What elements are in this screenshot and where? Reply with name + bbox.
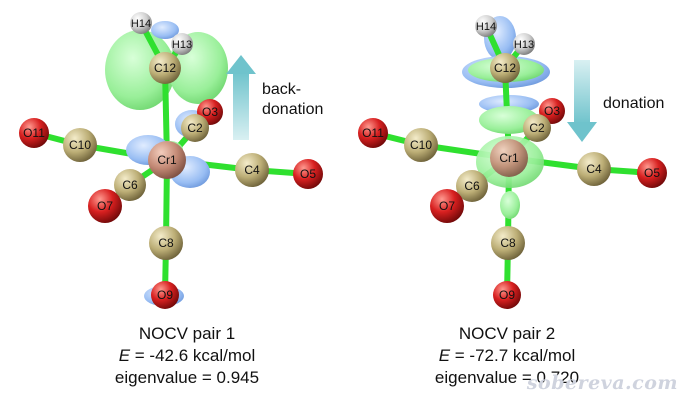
svg-text:C8: C8 — [158, 236, 174, 250]
back-donation-label: back- donation — [262, 80, 323, 120]
atom-c4-2: C4 — [577, 152, 611, 186]
back-donation-label-line1: back- — [262, 81, 302, 98]
svg-text:Cr1: Cr1 — [499, 151, 519, 165]
svg-text:O5: O5 — [644, 166, 660, 180]
panel-1-molecule: H14 H13 C12 O3 C2 O11 C10 Cr1 C4 O5 C6 O… — [19, 12, 323, 309]
lobe-blue-top-1 — [151, 21, 179, 39]
svg-text:H13: H13 — [514, 39, 534, 51]
atom-o7-2: O7 — [430, 189, 464, 223]
svg-text:C4: C4 — [244, 163, 260, 177]
caption-pair-1: NOCV pair 1 E = -42.6 kcal/mol eigenvalu… — [72, 323, 302, 389]
svg-text:H14: H14 — [131, 18, 151, 30]
donation-label: donation — [603, 94, 664, 114]
caption-pair-1-title: NOCV pair 1 — [138, 324, 236, 343]
atom-c2-1: C2 — [181, 114, 209, 142]
svg-text:O9: O9 — [499, 288, 515, 302]
svg-text:C2: C2 — [187, 121, 203, 135]
atom-h14-1: H14 — [130, 12, 152, 34]
atom-o11-1: O11 — [19, 118, 49, 148]
svg-text:O3: O3 — [202, 105, 218, 119]
atom-h13-1: H13 — [171, 33, 193, 55]
donation-label-line1: donation — [603, 95, 665, 112]
svg-text:C8: C8 — [500, 236, 516, 250]
svg-text:C12: C12 — [154, 61, 176, 75]
svg-text:O5: O5 — [300, 167, 316, 181]
caption-pair-1-energy: E = -42.6 kcal/mol — [72, 345, 302, 367]
atom-c2-2: C2 — [523, 114, 551, 142]
back-donation-arrow — [226, 55, 256, 140]
caption-pair-2-title: NOCV pair 2 — [458, 324, 556, 343]
atom-cr1-1: Cr1 — [148, 141, 186, 179]
svg-text:Cr1: Cr1 — [157, 153, 177, 167]
caption-pair-2: NOCV pair 2 E = -72.7 kcal/mol eigenvalu… — [392, 323, 622, 389]
svg-text:C4: C4 — [586, 162, 602, 176]
svg-text:C10: C10 — [410, 138, 432, 152]
atom-c4-1: C4 — [235, 153, 269, 187]
caption-pair-1-eigenvalue: eigenvalue = 0.945 — [114, 368, 260, 387]
energy-value-2: = -72.7 kcal/mol — [450, 346, 576, 365]
energy-symbol-2: E — [438, 346, 451, 365]
atom-c12-2: C12 — [490, 53, 520, 83]
svg-text:C2: C2 — [529, 121, 545, 135]
watermark: sobereva.com — [526, 372, 678, 394]
svg-text:H13: H13 — [172, 39, 192, 51]
atom-c10-1: C10 — [63, 128, 97, 162]
svg-text:O3: O3 — [544, 104, 560, 118]
atom-o5-1: O5 — [293, 159, 323, 189]
atom-o5-2: O5 — [637, 158, 667, 188]
panel-2-molecule: H14 H13 C12 O3 C2 O11 C10 Cr1 C4 O5 C6 O… — [358, 15, 667, 309]
energy-value-1: = -42.6 kcal/mol — [130, 346, 256, 365]
atom-o9-2: O9 — [493, 281, 521, 309]
donation-arrow — [567, 60, 597, 142]
svg-text:C10: C10 — [69, 138, 91, 152]
svg-text:C6: C6 — [464, 179, 480, 193]
svg-text:O11: O11 — [362, 126, 384, 140]
svg-text:O7: O7 — [97, 199, 113, 213]
atom-o9-1: O9 — [151, 281, 179, 309]
svg-text:C6: C6 — [122, 178, 138, 192]
atom-h14-2: H14 — [475, 15, 497, 37]
atom-h13-2: H13 — [513, 33, 535, 55]
atom-c8-2: C8 — [491, 226, 525, 260]
atom-o11-2: O11 — [358, 118, 388, 148]
atom-o7-1: O7 — [88, 189, 122, 223]
atom-c10-2: C10 — [404, 128, 438, 162]
back-donation-label-line2: donation — [262, 101, 324, 118]
atom-c6-2: C6 — [456, 170, 488, 202]
atom-c6-1: C6 — [114, 169, 146, 201]
atom-c8-1: C8 — [149, 226, 183, 260]
atom-cr1-2: Cr1 — [490, 139, 528, 177]
lobe-green-c8-2 — [500, 191, 520, 219]
atom-c12-1: C12 — [149, 52, 181, 84]
caption-pair-2-eigenvalue: eigenvalue = 0.720 — [434, 368, 580, 387]
svg-text:O9: O9 — [157, 288, 173, 302]
svg-text:O11: O11 — [23, 126, 45, 140]
svg-text:O7: O7 — [439, 199, 455, 213]
caption-pair-2-energy: E = -72.7 kcal/mol — [392, 345, 622, 367]
svg-text:C12: C12 — [494, 61, 516, 75]
energy-symbol-1: E — [118, 346, 131, 365]
svg-text:H14: H14 — [476, 21, 496, 33]
